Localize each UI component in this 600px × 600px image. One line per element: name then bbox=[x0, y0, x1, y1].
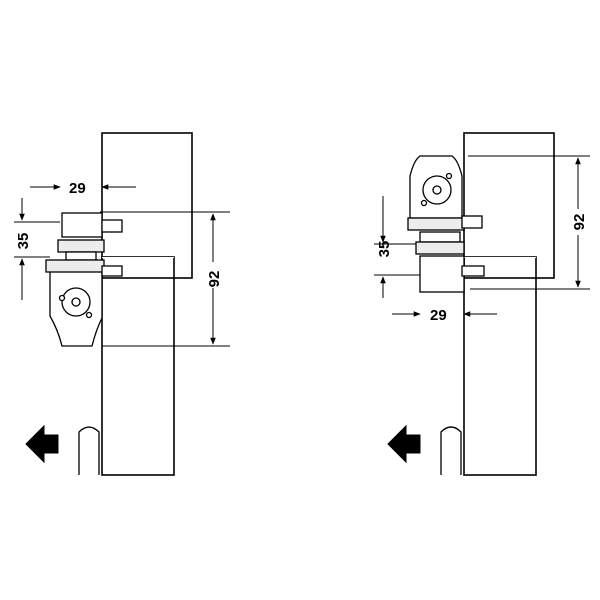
left-view: 29 35 92 bbox=[14, 132, 230, 476]
left-door-leaf bbox=[101, 256, 175, 476]
left-shoe bbox=[61, 212, 103, 238]
left-dim-horizontal: 29 bbox=[69, 180, 86, 197]
right-dim-vertical-small: 35 bbox=[376, 241, 393, 258]
left-dim-vertical-large: 92 bbox=[206, 271, 223, 288]
right-door-leaf bbox=[463, 256, 537, 476]
right-dim-vertical-large: 92 bbox=[571, 214, 588, 231]
right-frame-block bbox=[463, 132, 555, 279]
right-view: 29 35 92 bbox=[374, 132, 590, 476]
right-arrow-icon bbox=[387, 424, 421, 464]
left-arrow-icon bbox=[25, 424, 59, 464]
right-hinge-pin bbox=[440, 426, 462, 475]
left-hinge-pin bbox=[78, 426, 100, 475]
right-dim-horizontal: 29 bbox=[430, 307, 447, 324]
left-frame-block bbox=[101, 132, 193, 279]
left-dim-vertical-small: 35 bbox=[15, 233, 32, 250]
